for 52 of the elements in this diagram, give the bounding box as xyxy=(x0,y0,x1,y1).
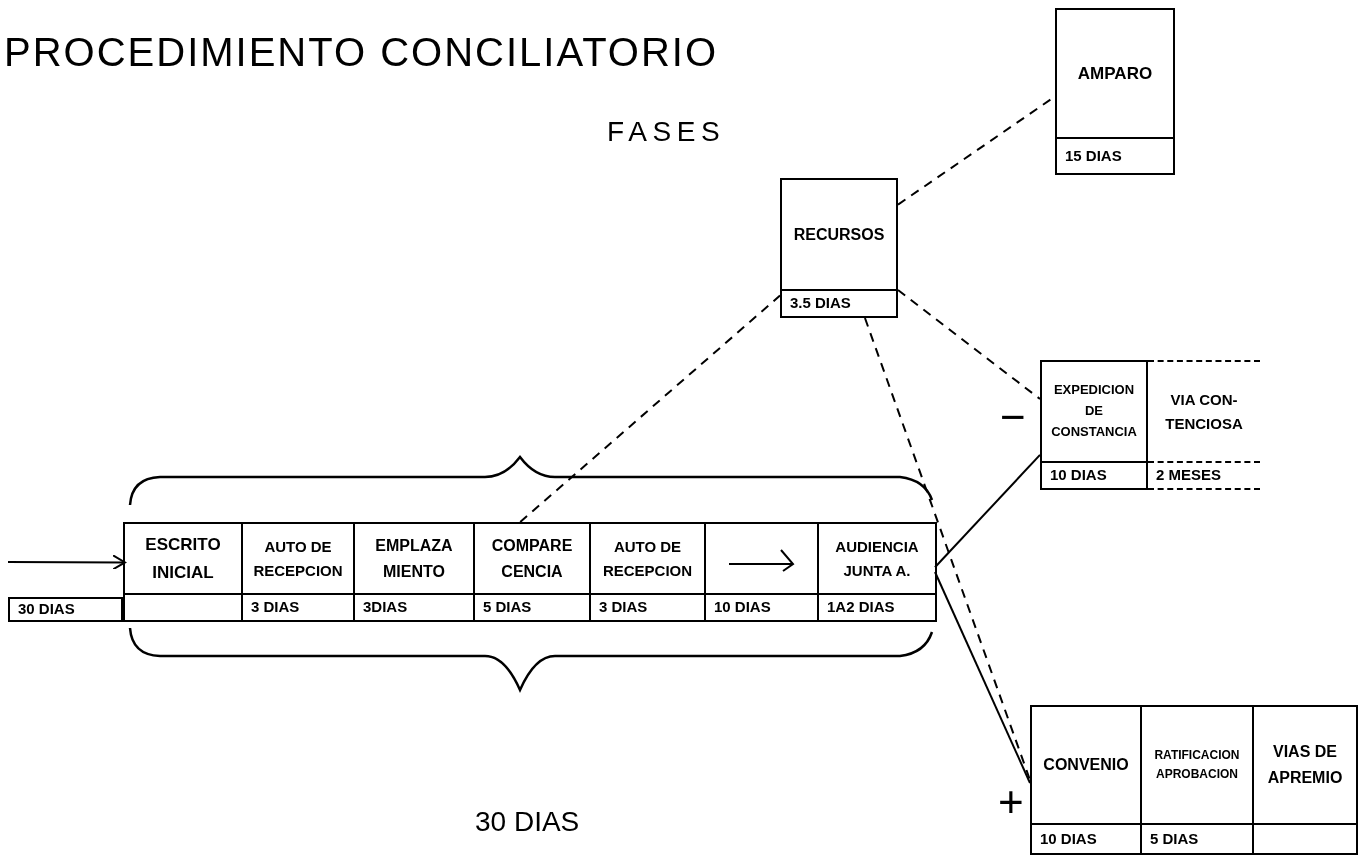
phase-label: EXPEDICION DE CONSTANCIA xyxy=(1050,381,1138,441)
phase-box xyxy=(355,524,475,620)
phase-label: RECURSOS xyxy=(793,224,885,245)
dashed-connector xyxy=(897,289,1041,400)
duration-label: 30 DIAS xyxy=(17,599,76,620)
phase-box xyxy=(1030,705,1142,855)
duration-label: 15 DIAS xyxy=(1057,137,1173,173)
phase-label: ESCRITO INICIAL xyxy=(144,534,222,584)
sign-label: + xyxy=(998,780,1024,824)
phase-box xyxy=(475,524,591,620)
phase-label: AUDIENCIA JUNTA A. xyxy=(834,536,920,581)
phase-row xyxy=(123,522,937,622)
duration-label: 5 DIAS xyxy=(1142,823,1252,853)
text-label: 30 DIAS xyxy=(475,808,580,836)
phase-label: AMPARO xyxy=(1077,62,1153,85)
dashed-connector xyxy=(519,294,781,523)
duration-label: 5 DIAS xyxy=(475,593,589,620)
duration-label: 1A2 DIAS xyxy=(819,593,935,620)
phase-label: EMPLAZA MIENTO xyxy=(374,535,454,582)
phase-box xyxy=(1040,360,1148,490)
connector xyxy=(934,571,1031,784)
duration-label: 3.5 DIAS xyxy=(782,289,896,316)
phase-box xyxy=(243,524,355,620)
duration-label: 3DIAS xyxy=(355,593,473,620)
phase-label: RATIFICACION APROBACION xyxy=(1153,746,1241,783)
duration-label: 2 MESES xyxy=(1148,461,1260,488)
duration-label: 3 DIAS xyxy=(591,593,704,620)
phase-box xyxy=(1252,705,1358,855)
phase-label: VIAS DE APREMIO xyxy=(1266,742,1344,788)
phase-box xyxy=(1148,360,1260,490)
duration-label: 3 DIAS xyxy=(243,593,353,620)
phase-box xyxy=(125,524,243,620)
connector xyxy=(934,453,1041,569)
phase-box xyxy=(780,178,898,318)
phase-label: CONVENIO xyxy=(1043,755,1129,776)
phase-box xyxy=(1055,8,1175,175)
duration-label: 10 DIAS xyxy=(1032,823,1140,853)
phase-box xyxy=(8,597,123,622)
duration-label: 10 DIAS xyxy=(706,593,817,620)
phase-label: COMPARE CENCIA xyxy=(490,535,574,582)
phase-box xyxy=(706,524,819,620)
phase-label: AUTO DE RECEPCION xyxy=(252,536,344,581)
phase-label: AUTO DE RECEPCION xyxy=(601,536,694,581)
sign-label: − xyxy=(1000,395,1026,439)
phase-box xyxy=(591,524,706,620)
phase-box xyxy=(1142,705,1252,855)
dashed-connector xyxy=(863,317,1031,781)
connector xyxy=(7,554,126,571)
diagram-title: PROCEDIMIENTO CONCILIATORIO xyxy=(4,29,719,76)
phase-label: VIA CON- TENCIOSA xyxy=(1164,389,1244,434)
duration-label: 10 DIAS xyxy=(1042,461,1146,488)
text-label: FASES xyxy=(607,118,726,146)
